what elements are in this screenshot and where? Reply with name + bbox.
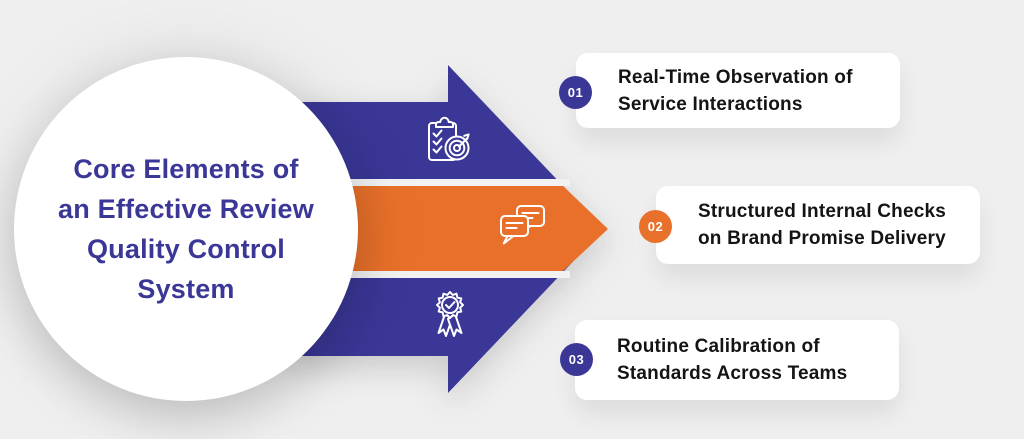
item-text: Structured Internal Checks: [698, 201, 947, 222]
item-card-2: Structured Internal Checks on Brand Prom…: [656, 186, 980, 264]
chat-bubbles-icon: [500, 205, 545, 245]
title-line: Quality Control: [86, 234, 285, 264]
title-line: Core Elements of: [73, 154, 299, 184]
award-ribbon-icon: [436, 291, 464, 337]
item-text: on Brand Promise Delivery: [698, 228, 946, 249]
item-text: Real-Time Observation of: [618, 66, 853, 88]
item-number-badge-1: 01: [559, 76, 592, 109]
title-circle: Core Elements of an Effective Review Qua…: [14, 57, 358, 401]
item-number-badge-2: 02: [639, 210, 672, 243]
item-text: Routine Calibration of: [617, 336, 820, 357]
band-separator-top: [290, 179, 570, 186]
title-line: System: [137, 274, 235, 304]
item-number: 02: [647, 219, 664, 234]
item-card-1: Real-Time Observation of Service Interac…: [576, 53, 900, 128]
band-separator-bottom: [290, 271, 570, 278]
item-text: Standards Across Teams: [617, 363, 848, 384]
item-number-badge-3: 03: [560, 343, 593, 376]
item-card-3: Routine Calibration of Standards Across …: [575, 320, 899, 400]
item-number: 03: [568, 352, 585, 367]
title-line: an Effective Review: [58, 194, 314, 224]
item-text: Service Interactions: [618, 93, 803, 115]
item-number: 01: [567, 85, 584, 100]
page-title: Core Elements of an Effective Review Qua…: [58, 149, 314, 309]
clipboard-checklist-target-icon: [428, 116, 470, 161]
